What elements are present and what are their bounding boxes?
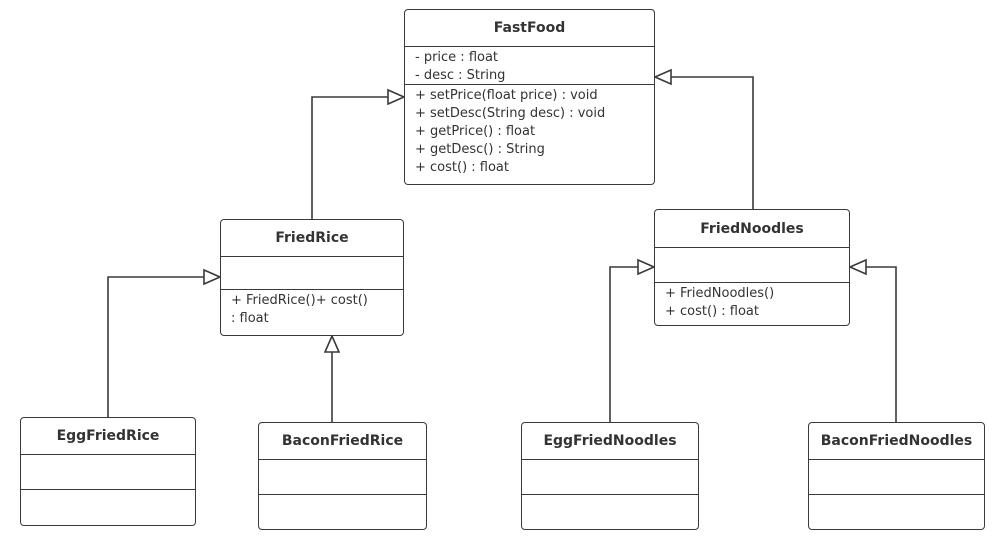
attributes-friednoodles (655, 248, 849, 283)
arrowhead-friednoodles-right (848, 258, 867, 276)
attributes-eggfriedrice (21, 455, 195, 490)
arrowhead-friednoodles-left (637, 258, 656, 276)
operations-friednoodles: + FriedNoodles() + cost() : float (655, 283, 849, 321)
class-name-friednoodles: FriedNoodles (655, 210, 849, 248)
arrowhead-fastfood-right (653, 68, 672, 86)
class-fastfood[interactable]: FastFood - price : float - desc : String… (404, 9, 655, 185)
operation-friedrice-constructor: + FriedRice()+ cost() (231, 293, 368, 308)
class-name-baconfriednoodles: BaconFriedNoodles (809, 423, 984, 460)
connector-baconfriednoodles-friednoodles (866, 266, 897, 422)
connector-friedrice-fastfood (311, 96, 388, 219)
connector-friednoodles-fastfood (671, 76, 754, 209)
attributes-eggfriednoodles (522, 460, 698, 495)
class-name-eggfriedrice: EggFriedRice (21, 418, 195, 455)
attributes-baconfriedrice (259, 460, 426, 495)
class-baconfriedrice[interactable]: BaconFriedRice (258, 422, 427, 530)
operations-fastfood: + setPrice(float price) : void + setDesc… (405, 85, 654, 177)
arrowhead-fastfood-left (387, 88, 406, 106)
class-name-baconfriedrice: BaconFriedRice (259, 423, 426, 460)
arrowhead-friedrice-left (203, 268, 222, 286)
operation-setdesc: + setDesc(String desc) : void (415, 106, 606, 121)
connector-eggfriedrice-friedrice (107, 276, 204, 417)
attributes-baconfriednoodles (809, 460, 984, 495)
operation-getprice: + getPrice() : float (415, 124, 536, 139)
operation-setprice: + setPrice(float price) : void (415, 88, 598, 103)
attribute-desc: - desc : String (415, 68, 506, 83)
operation-cost: + cost() : float (415, 160, 509, 175)
attributes-fastfood: - price : float - desc : String (405, 47, 654, 85)
arrowhead-friedrice-bottom (323, 334, 341, 353)
connector-eggfriednoodles-friednoodles (609, 266, 638, 422)
class-friedrice[interactable]: FriedRice + FriedRice()+ cost() : float (220, 219, 404, 336)
class-eggfriedrice[interactable]: EggFriedRice (20, 417, 196, 526)
operation-getdesc: + getDesc() : String (415, 142, 545, 157)
class-name-friedrice: FriedRice (221, 220, 403, 257)
class-friednoodles[interactable]: FriedNoodles + FriedNoodles() + cost() :… (654, 209, 850, 326)
class-name-fastfood: FastFood (405, 10, 654, 47)
operation-friednoodles-constructor: + FriedNoodles() (665, 286, 775, 301)
operation-friedrice-cost-return: : float (231, 311, 269, 326)
class-name-eggfriednoodles: EggFriedNoodles (522, 423, 698, 460)
operations-friedrice: + FriedRice()+ cost() : float (221, 290, 403, 328)
attributes-friedrice (221, 257, 403, 290)
operation-friednoodles-cost: + cost() : float (665, 304, 759, 319)
class-baconfriednoodles[interactable]: BaconFriedNoodles (808, 422, 985, 530)
class-eggfriednoodles[interactable]: EggFriedNoodles (521, 422, 699, 530)
attribute-price: - price : float (415, 50, 499, 65)
